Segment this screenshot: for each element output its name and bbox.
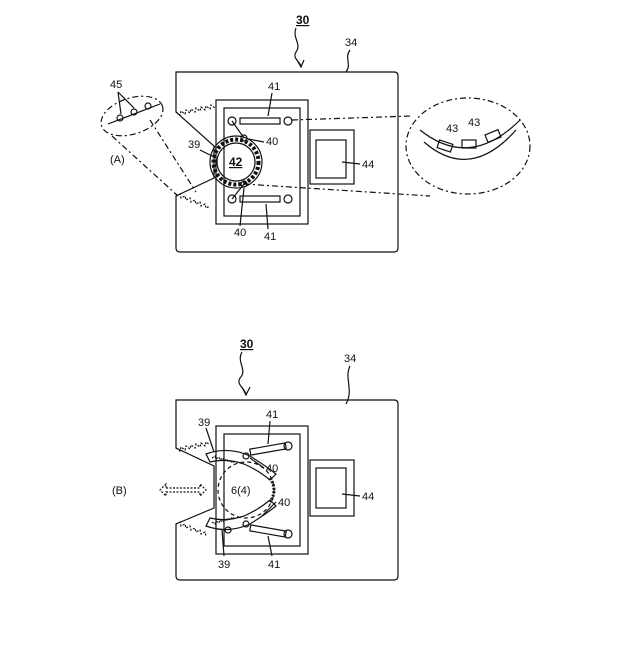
inner-frame-b xyxy=(216,426,308,554)
leader-34-a xyxy=(346,50,350,72)
panel-label-b: (B) xyxy=(112,485,127,497)
pivot-bottom-right-a xyxy=(284,195,292,203)
serrated-edge-top-b xyxy=(176,442,210,451)
arrowhead-30-b xyxy=(242,387,250,395)
arrowhead-30-a xyxy=(297,60,304,67)
leader-44-a xyxy=(342,162,360,164)
leader-44-b xyxy=(342,494,360,496)
detail-ellipse-45 xyxy=(96,89,168,143)
pivot-top-right-a xyxy=(284,117,292,125)
detail-43-pad-3 xyxy=(485,130,501,143)
serrated-edge-bottom-a xyxy=(176,194,210,208)
leader-41-top-a xyxy=(268,93,272,116)
leader-41-top-b xyxy=(268,421,270,444)
cylinder-top-b xyxy=(250,443,286,455)
leader-30-a xyxy=(295,28,301,66)
detail-45-projection-2 xyxy=(112,136,178,196)
ref-30-b: 30 xyxy=(240,337,254,351)
figure-b: 30 34 6(4) 39 41 40 40 xyxy=(112,337,398,580)
detail-43-projection-2 xyxy=(244,184,430,196)
detail-45-line xyxy=(108,104,160,124)
serrated-edge-top-a xyxy=(176,105,215,115)
box-44-outer-a xyxy=(310,130,354,184)
ref-41-bottom-a: 41 xyxy=(264,231,276,243)
cylinder-top-a xyxy=(240,118,280,124)
ref-44-b: 44 xyxy=(362,491,374,503)
leader-39-a xyxy=(200,150,212,156)
ref-43-left: 43 xyxy=(446,123,458,135)
leader-39-top-b xyxy=(206,428,214,452)
cylinder-bottom-b xyxy=(250,525,286,537)
ref-40-bottom-a: 40 xyxy=(234,227,246,239)
ref-41-bottom-b: 41 xyxy=(268,559,280,571)
box-44-inner-b xyxy=(316,468,346,508)
ref-30-a: 30 xyxy=(296,13,310,27)
ref-41-top-a: 41 xyxy=(268,81,280,93)
leader-34-b xyxy=(346,366,350,404)
leader-40-bottom-a xyxy=(240,188,244,226)
double-arrow-icon xyxy=(160,484,206,496)
ref-39-bottom-b: 39 xyxy=(218,559,230,571)
detail-45-projection xyxy=(150,120,196,192)
ref-40-top-b: 40 xyxy=(266,463,278,475)
ref-workpiece: 6(4) xyxy=(231,485,251,497)
ref-40-top-a: 40 xyxy=(266,136,278,148)
detail-43-projection xyxy=(292,116,412,120)
ref-45-a: 45 xyxy=(110,79,122,91)
cylinder-bottom-a xyxy=(240,196,280,202)
ref-40-mid-b: 40 xyxy=(278,497,290,509)
box-44-inner-a xyxy=(316,140,346,178)
ref-34-a: 34 xyxy=(345,37,357,49)
figure-a: 30 34 41 41 40 40 xyxy=(96,13,530,252)
ref-39-a: 39 xyxy=(188,139,200,151)
detail-ellipse-43 xyxy=(406,98,530,194)
ref-41-top-b: 41 xyxy=(266,409,278,421)
ref-39-top-b: 39 xyxy=(198,417,210,429)
ref-43-right: 43 xyxy=(468,117,480,129)
panel-label-a: (A) xyxy=(110,154,125,166)
ref-34-b: 34 xyxy=(344,353,356,365)
ref-42-a: 42 xyxy=(229,155,243,169)
ref-44-a: 44 xyxy=(362,159,374,171)
serrated-edge-bottom-b xyxy=(176,522,206,536)
